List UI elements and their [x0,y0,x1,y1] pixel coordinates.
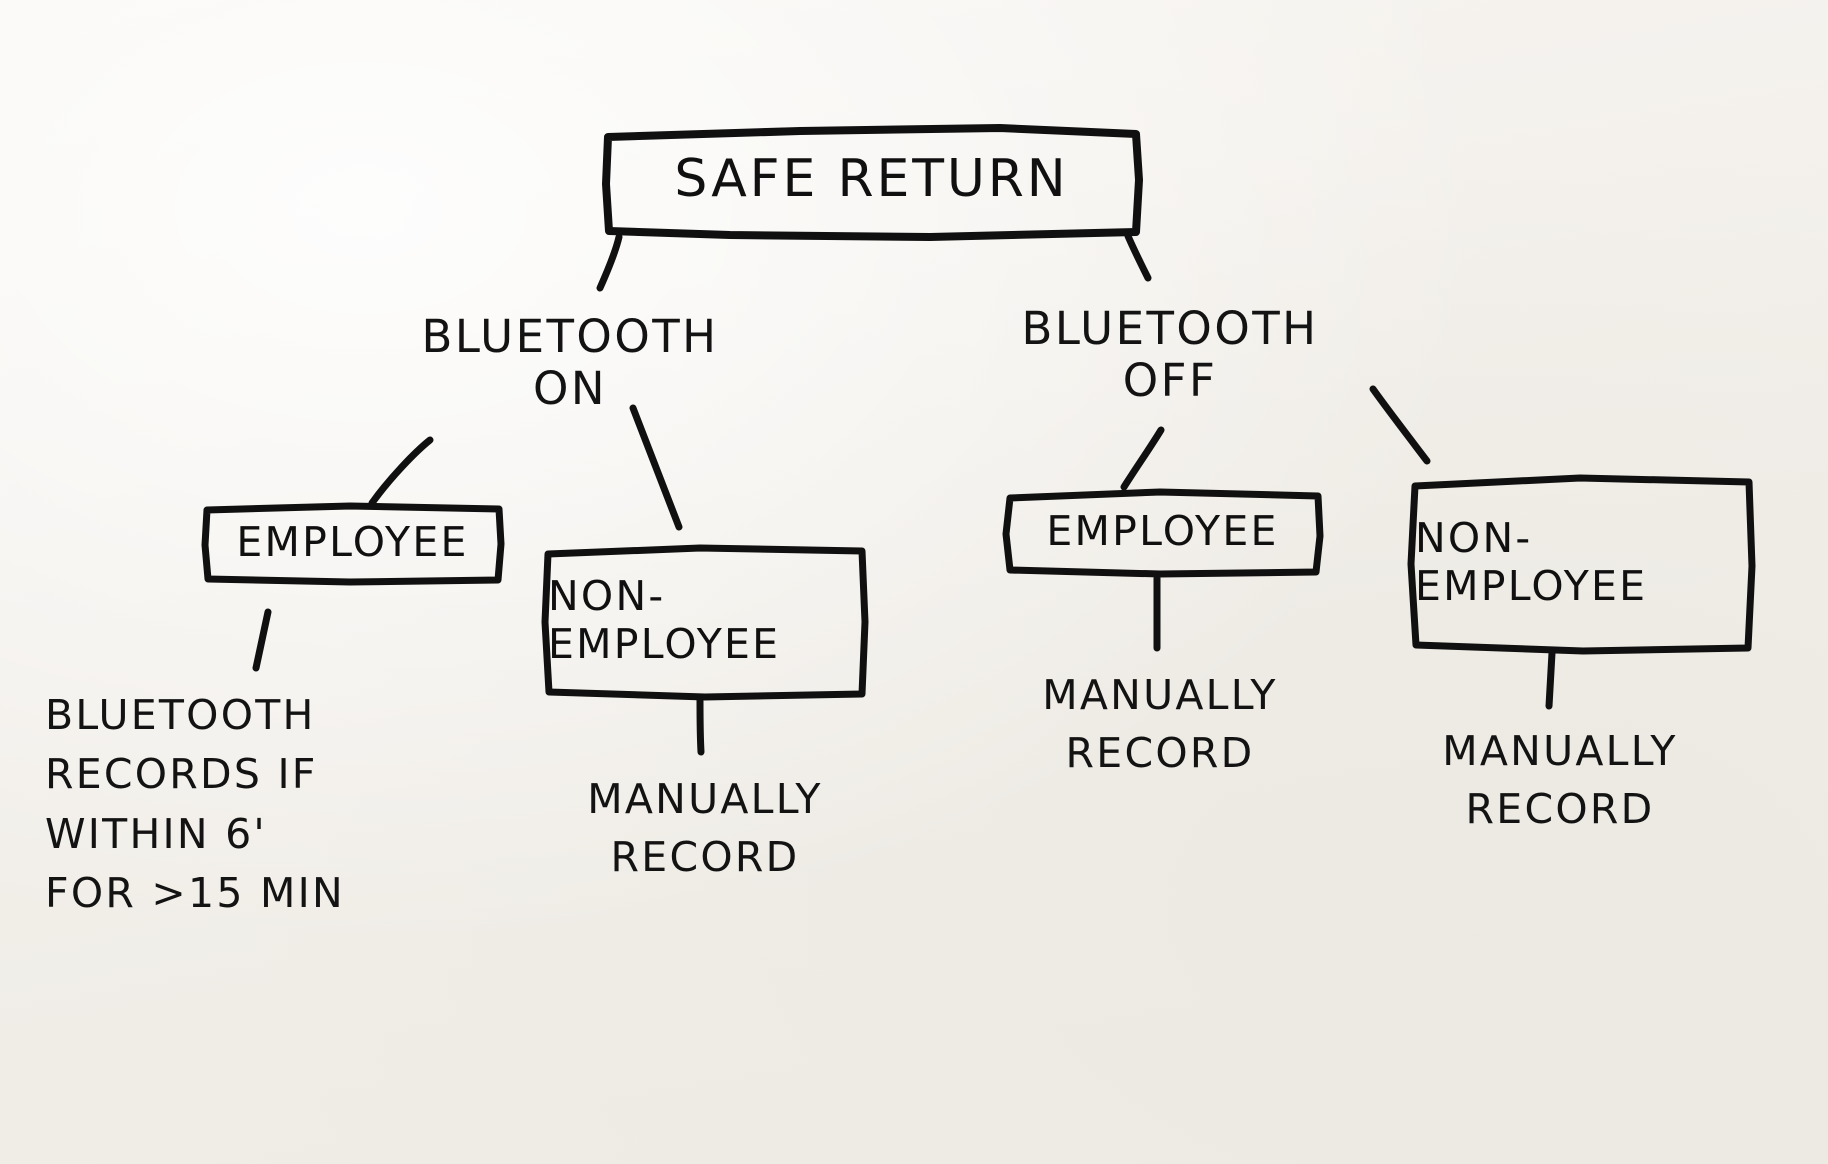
note-manually-record-right-text: MANUALLY RECORD [1442,726,1678,833]
edge-non-employee-right-to-note [1545,649,1556,710]
bluetooth-off-label: BLUETOOTH OFF [1021,301,1319,407]
non-employee-right-box-outline [1405,470,1757,656]
non-employee-left-label: NON- EMPLOYEE [548,572,781,668]
employee-right-box-outline [1000,486,1325,578]
note-manually-record-middle: MANUALLY RECORD [1000,664,1320,784]
note-bluetooth-records-text: BLUETOOTH RECORDS IF WITHIN 6' FOR >15 M… [45,691,345,918]
note-bluetooth-records: BLUETOOTH RECORDS IF WITHIN 6' FOR >15 M… [45,686,475,917]
edge-bt-off-to-non-employee [1369,385,1431,465]
safe-return-label: SAFE RETURN [674,148,1069,209]
node-safe-return[interactable]: SAFE RETURN [600,118,1143,240]
note-manually-record-left: MANUALLY RECORD [540,768,870,888]
note-manually-record-left-text: MANUALLY RECORD [587,774,823,881]
node-employee-bluetooth-off[interactable]: EMPLOYEE [1000,486,1325,578]
edge-bt-on-to-employee [368,436,434,507]
bluetooth-on-label: BLUETOOTH ON [421,309,719,415]
safe-return-box-outline [600,118,1143,240]
node-bluetooth-on[interactable]: BLUETOOTH ON [410,298,730,428]
non-employee-left-box-outline [540,540,870,702]
edge-bt-off-to-employee [1120,426,1165,491]
note-manually-record-right: MANUALLY RECORD [1395,720,1725,840]
node-non-employee-bluetooth-off[interactable]: NON- EMPLOYEE [1405,470,1757,656]
edge-non-employee-left-to-note [696,696,705,756]
note-manually-record-middle-text: MANUALLY RECORD [1042,670,1278,777]
employee-left-label: EMPLOYEE [236,518,469,567]
employee-right-label: EMPLOYEE [1046,507,1279,556]
edge-root-to-bluetooth-on [596,233,623,292]
edge-root-to-bluetooth-off [1124,232,1152,282]
node-employee-bluetooth-on[interactable]: EMPLOYEE [200,500,505,586]
non-employee-right-label: NON- EMPLOYEE [1415,514,1648,610]
node-bluetooth-off[interactable]: BLUETOOTH OFF [1000,290,1340,420]
employee-left-box-outline [200,500,505,586]
edge-employee-left-to-note [252,608,272,672]
node-non-employee-bluetooth-on[interactable]: NON- EMPLOYEE [540,540,870,702]
